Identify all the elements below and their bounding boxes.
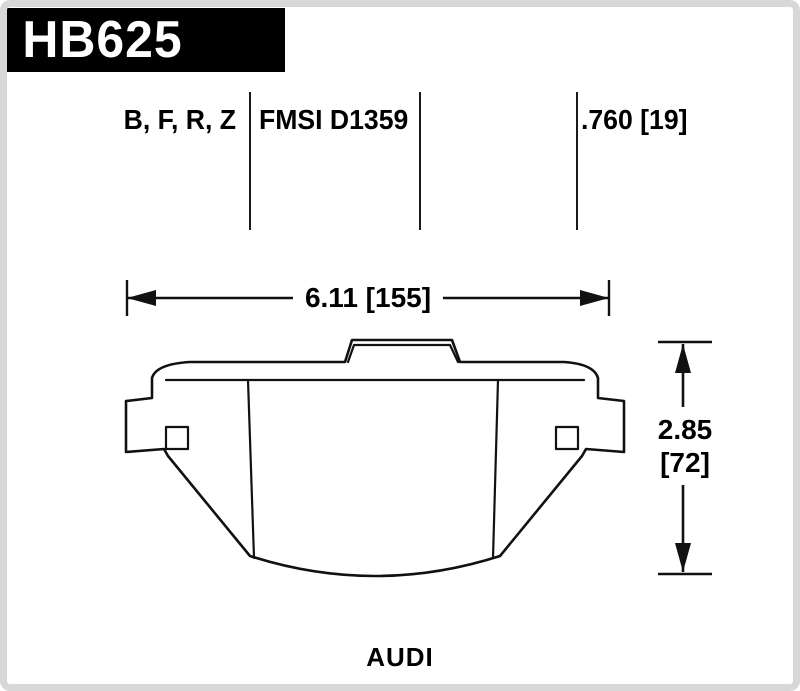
part-number: HB625 xyxy=(22,11,183,69)
compound-codes: B, F, R, Z xyxy=(123,104,236,135)
fmsi-number: FMSI D1359 xyxy=(259,104,409,135)
vehicle-name: AUDI xyxy=(366,642,434,672)
pad-thickness: .760 [19] xyxy=(581,104,688,135)
height-bracket: [72] xyxy=(660,446,710,478)
spec-divider-1 xyxy=(249,92,251,230)
width-dimension: 6.11 [155] xyxy=(118,277,618,319)
part-number-banner: HB625 xyxy=(7,8,285,72)
height-value: 2.85 xyxy=(657,413,713,445)
height-dimension-label: 2.85 [72] xyxy=(655,406,715,485)
spec-divider-2 xyxy=(419,92,421,230)
height-dimension: 2.85 [72] xyxy=(650,336,720,580)
spec-divider-3 xyxy=(576,92,578,230)
brake-pad-drawing xyxy=(124,338,626,578)
width-dimension-label: 6.11 [155] xyxy=(292,282,444,314)
